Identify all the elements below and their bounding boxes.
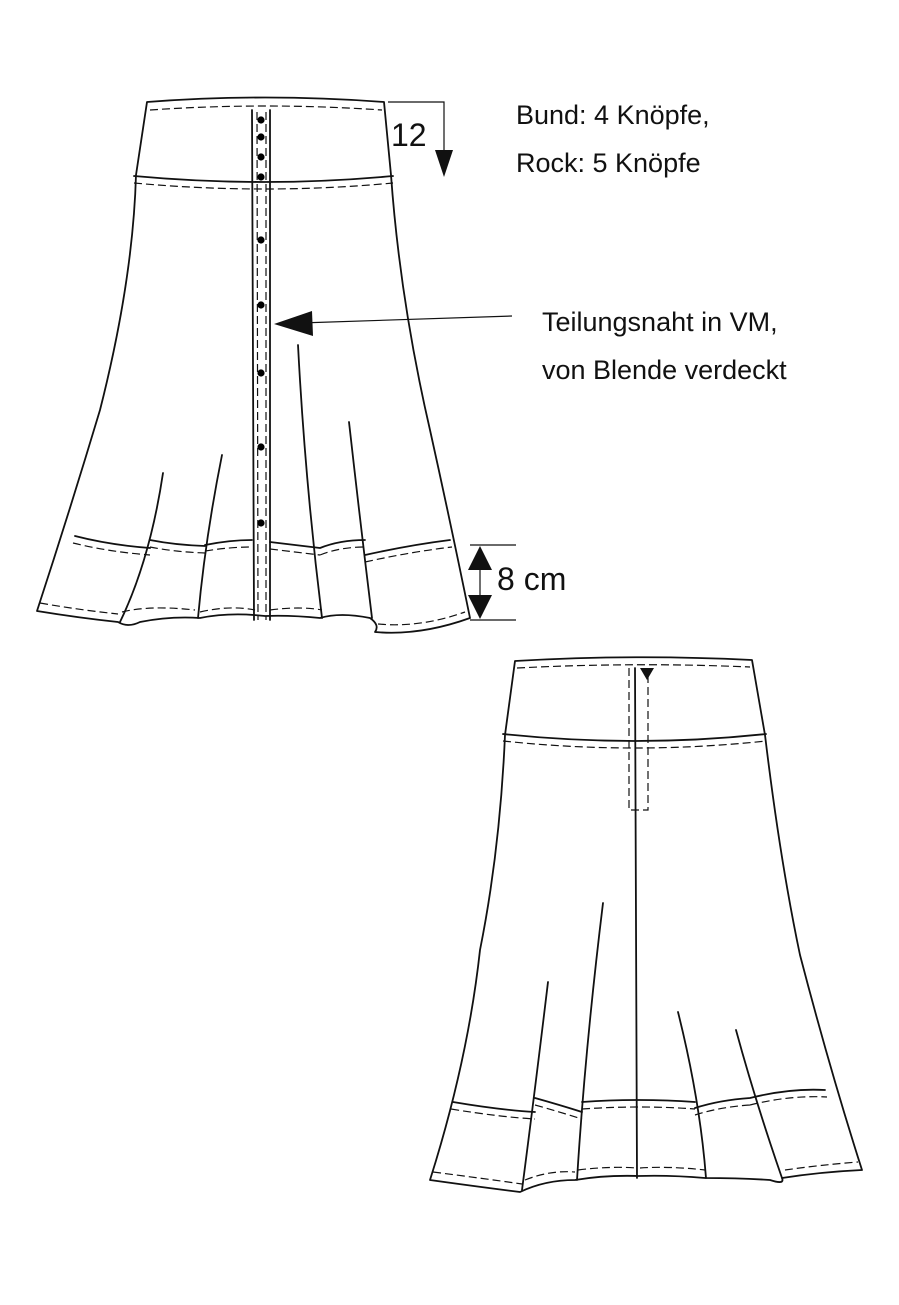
front-view: 12 8 cm	[36, 96, 566, 634]
back-panel-seam-4	[735, 1029, 783, 1179]
front-hem-stitch	[39, 602, 466, 626]
back-panel-seam-2	[576, 902, 604, 1181]
button	[257, 133, 265, 141]
back-view	[429, 656, 863, 1193]
button	[257, 236, 265, 244]
back-waistband-seam-stitch	[502, 740, 767, 749]
front-panel-seam-3	[297, 344, 323, 619]
button	[257, 116, 265, 124]
front-skirt-outline	[36, 96, 471, 634]
hem-band-height-label: 8 cm	[497, 561, 566, 597]
back-center-seam	[634, 667, 638, 1179]
button	[257, 519, 265, 527]
front-buttons	[257, 116, 265, 527]
front-hem-band-seam	[74, 535, 451, 556]
button-note-line-1: Bund: 4 Knöpfe,	[516, 100, 710, 130]
back-panel-seam-3	[677, 1011, 707, 1179]
front-panel-seam-2	[197, 454, 223, 619]
back-hem-band-stitch	[450, 1096, 828, 1120]
seam-note-line-2: von Blende verdeckt	[542, 355, 787, 385]
front-hem-band-stitch	[72, 542, 453, 563]
back-zipper-stitch	[628, 668, 649, 811]
seam-pointer-arrow	[274, 311, 513, 336]
seam-note-line-1: Teilungsnaht in VM,	[542, 307, 778, 337]
button	[257, 153, 265, 161]
zipper-pull-icon	[640, 668, 654, 680]
button	[257, 369, 265, 377]
hem-band-height-dimension	[468, 544, 516, 621]
button-note-line-2: Rock: 5 Knöpfe	[516, 148, 701, 178]
back-panel-seam-1	[521, 981, 549, 1191]
waistband-height-dimension	[388, 101, 453, 177]
back-hem-band-seam	[452, 1088, 826, 1113]
back-skirt-outline	[429, 656, 863, 1193]
button	[257, 443, 265, 451]
back-hem-stitch	[432, 1161, 859, 1185]
front-panel-seam-4	[348, 421, 373, 619]
waistband-height-label: 12	[391, 117, 427, 153]
front-panel-seam-1	[119, 472, 164, 623]
back-waistband-topstitch	[516, 664, 751, 669]
front-waistband-seam-stitch	[133, 182, 394, 190]
front-waistband-topstitch	[149, 105, 383, 111]
button	[257, 301, 265, 309]
button	[257, 173, 265, 181]
front-waistband-seam	[133, 175, 394, 183]
front-button-placket	[251, 109, 271, 621]
front-placket-stitch	[256, 111, 267, 621]
